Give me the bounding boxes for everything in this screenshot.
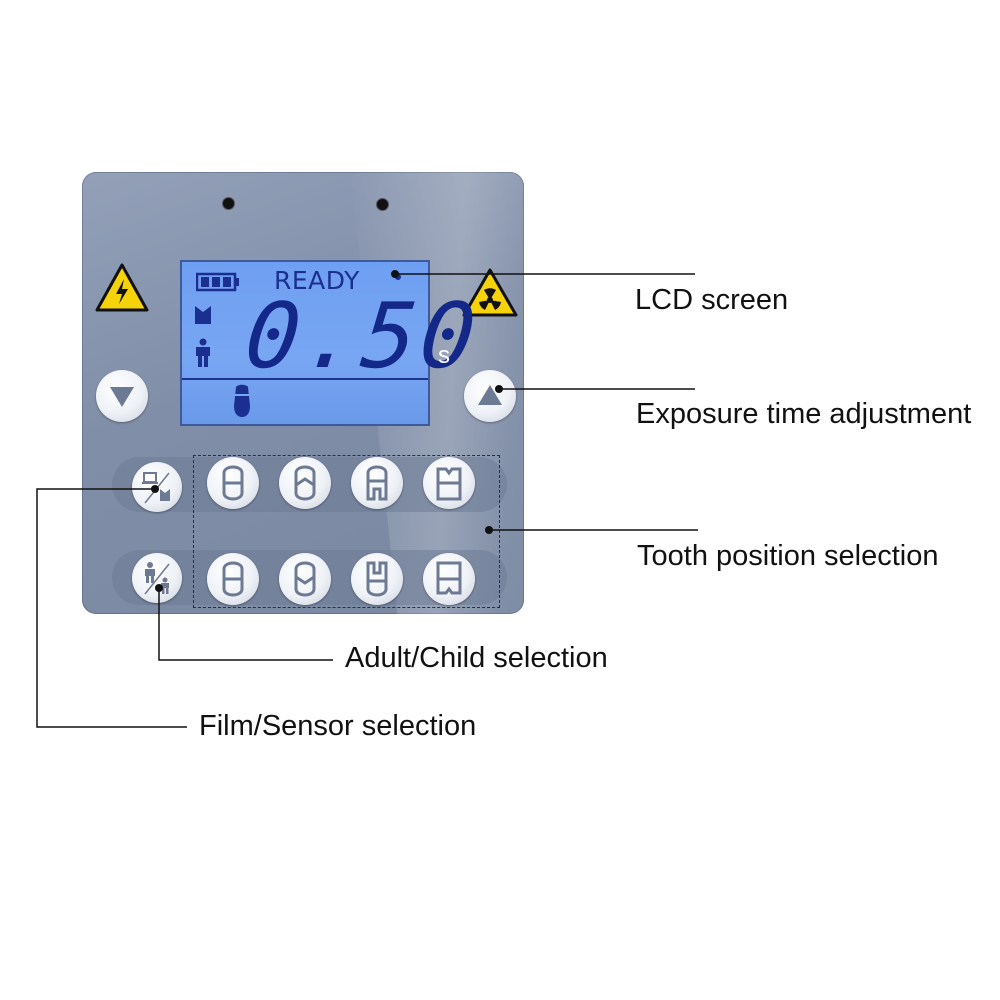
tooth-position-label: Tooth position selection [637,540,939,572]
triangle-down-icon [110,387,134,407]
tooth-upper-molar-icon [436,467,462,501]
film-sensor-label: Film/Sensor selection [199,710,477,742]
tooth-upper-molar-button[interactable] [423,457,475,509]
exposure-callout-dot [495,385,503,393]
film-sensor-callout-dot [151,485,159,493]
lcd-status-text: READY [274,266,360,295]
increase-time-button[interactable] [464,370,516,422]
tooth-icon [234,384,250,417]
tooth-lower-canine-icon [294,561,316,597]
tooth-lower-molar-icon [436,561,462,595]
tooth-upper-premolar-button[interactable] [351,457,403,509]
lcd-screen-label: LCD screen [635,284,789,316]
indicator-led-left [223,198,234,209]
adult-child-callout-dot [155,584,163,592]
tooth-lower-premolar-icon [366,561,388,597]
tooth-upper-incisor-icon [222,465,244,501]
triangle-up-icon [478,385,502,405]
film-sensor-icon [142,472,170,504]
tooth-upper-canine-button[interactable] [279,457,331,509]
adult-child-label: Adult/Child selection [345,642,608,674]
tooth-lower-incisor-button[interactable] [207,553,259,605]
lcd-callout-dot [391,270,399,278]
lcd-divider [182,378,428,380]
lcd-screen: READY 0.50 [180,260,484,426]
decrease-time-button[interactable] [96,370,148,422]
battery-icon [196,272,239,292]
lcd-indicator-dot [395,274,401,280]
film-sensor-mode-icon [195,306,211,324]
tooth-lower-molar-button[interactable] [423,553,475,605]
film-sensor-callout-line [36,488,187,728]
time-unit-label: s [438,342,450,369]
radiation-warning-icon [462,268,518,317]
adult-child-callout-line [158,588,333,661]
tooth-position-group-outline [193,455,500,608]
tooth-lower-canine-button[interactable] [279,553,331,605]
high-voltage-warning-icon [95,263,149,312]
tooth-callout-dot [485,526,493,534]
indicator-led-right [377,199,388,210]
adult-child-icon [144,562,170,595]
tooth-lower-incisor-icon [222,561,244,597]
adult-mode-icon [196,338,210,367]
tooth-upper-incisor-button[interactable] [207,457,259,509]
exposure-time-label: Exposure time adjustment [636,398,972,430]
tooth-upper-canine-icon [294,465,316,501]
tooth-upper-premolar-icon [366,465,388,501]
tooth-lower-premolar-button[interactable] [351,553,403,605]
adult-child-button[interactable] [132,553,182,603]
